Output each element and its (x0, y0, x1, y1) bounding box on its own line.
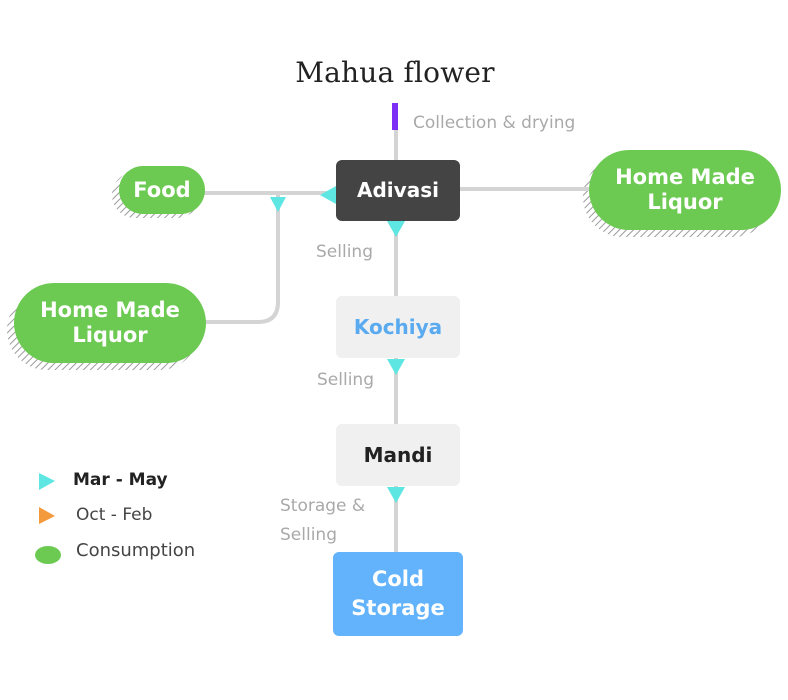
edge-label-collection: Collection & drying (413, 113, 576, 133)
legend-label-oct-feb: Oct - Feb (76, 505, 153, 525)
node-home-made-liquor-left: Home Made Liquor (14, 283, 206, 363)
node-cold-storage: Cold Storage (333, 552, 463, 636)
node-adivasi: Adivasi (336, 160, 460, 221)
season-marker-adivasi-left (320, 186, 336, 204)
legend-item-oct-feb: Oct - Feb (76, 505, 152, 525)
legend-item-consumption: Consumption (76, 540, 195, 561)
node-food: Food (119, 166, 205, 214)
diagram-title: Mahua flower (295, 56, 495, 89)
season-marker-branch (270, 197, 286, 212)
legend-label-mar-may: Mar - May (73, 470, 168, 490)
node-home-made-liquor-right: Home Made Liquor (589, 150, 781, 230)
legend-item-mar-may: Mar - May (73, 470, 168, 490)
season-marker-kochiya-mandi (387, 359, 405, 375)
legend-triangle-icon-oct-feb (39, 507, 55, 524)
connector-branch-liquor-left (200, 195, 280, 324)
legend-label-consumption: Consumption (76, 540, 196, 561)
node-kochiya: Kochiya (336, 296, 460, 358)
season-marker-adivasi-kochiya (387, 221, 405, 237)
legend-triangle-icon-mar-may (39, 473, 55, 490)
legend-ellipse-icon-consumption (35, 546, 61, 564)
edge-label-storage-selling: Storage & Selling (280, 496, 366, 545)
node-mandi: Mandi (336, 424, 460, 486)
edge-label-selling-2: Selling (317, 370, 374, 390)
edge-label-selling-1: Selling (316, 242, 373, 262)
collection-marker (392, 103, 398, 130)
season-marker-mandi-coldstorage (387, 487, 405, 503)
